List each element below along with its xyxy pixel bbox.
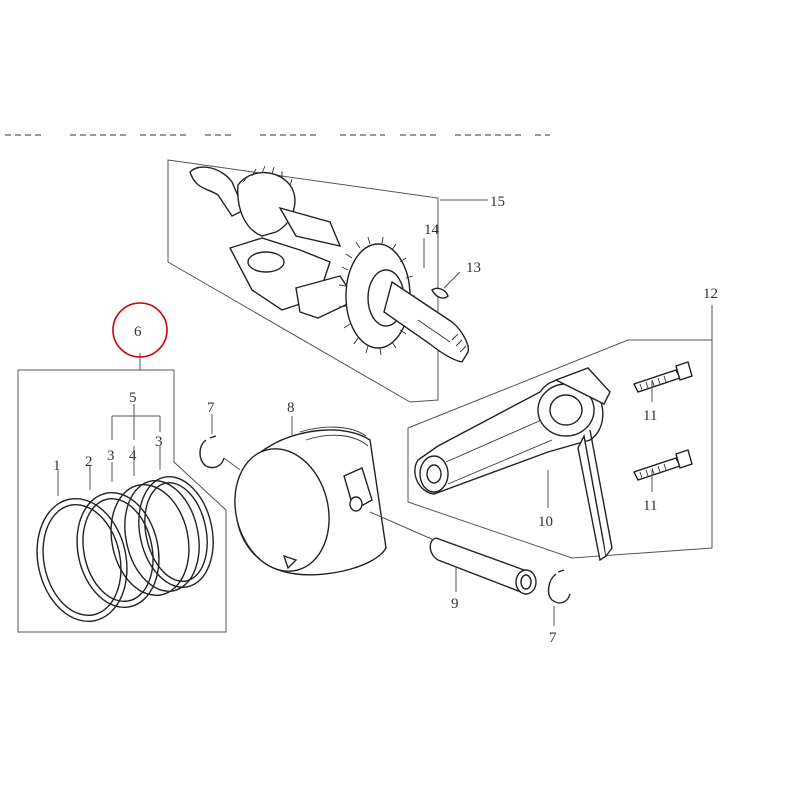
callout-6: 6: [134, 324, 142, 340]
callout-15: 15: [490, 194, 505, 210]
highlight-circle: [112, 302, 168, 358]
bolt-part-11-lower: [633, 449, 693, 481]
callout-4: 4: [129, 448, 137, 464]
callout-11-lower: 11: [643, 498, 657, 514]
oil-ring-parts-3-4: [110, 476, 214, 597]
callout-13: 13: [466, 260, 481, 276]
crankshaft-group: [167, 159, 488, 403]
crankshaft-group-outline: [167, 159, 439, 403]
callout-7-right: 7: [549, 630, 557, 646]
piston-ring-part-1: [36, 497, 128, 623]
callout-9: 9: [451, 596, 459, 612]
piston-pin-part-9: [429, 537, 537, 595]
crankshaft: [189, 165, 469, 363]
piston-ring-part-2: [76, 491, 160, 609]
piston-ring-set-group: [17, 353, 227, 633]
circlip-part-7-left: [199, 414, 225, 469]
callout-14: 14: [424, 222, 440, 238]
connecting-rod-group: [407, 305, 713, 562]
woodruff-key-part-13: [431, 287, 449, 299]
connecting-rod-group-outline: [407, 339, 713, 559]
callout-2: 2: [85, 454, 93, 470]
callout-1: 1: [53, 458, 61, 474]
callout-7-left: 7: [207, 400, 215, 416]
callout-5: 5: [129, 390, 137, 406]
callout-11-upper: 11: [643, 408, 657, 424]
piston-part-8: [234, 416, 387, 576]
callout-3-right: 3: [155, 434, 163, 450]
callout-8: 8: [287, 400, 295, 416]
circlip-part-7-right: [547, 569, 571, 626]
callout-3-left: 3: [107, 448, 115, 464]
callout-labels: 1 2 3 4 3 5 6 7 8 9 7 10 11 11 12 13 14 …: [53, 194, 718, 646]
connecting-rod-part-10: [414, 367, 613, 562]
bolt-part-11-upper: [633, 361, 693, 393]
callout-12: 12: [703, 286, 718, 302]
callout-10: 10: [538, 514, 553, 530]
piston-ring-set-outline: [17, 369, 227, 633]
